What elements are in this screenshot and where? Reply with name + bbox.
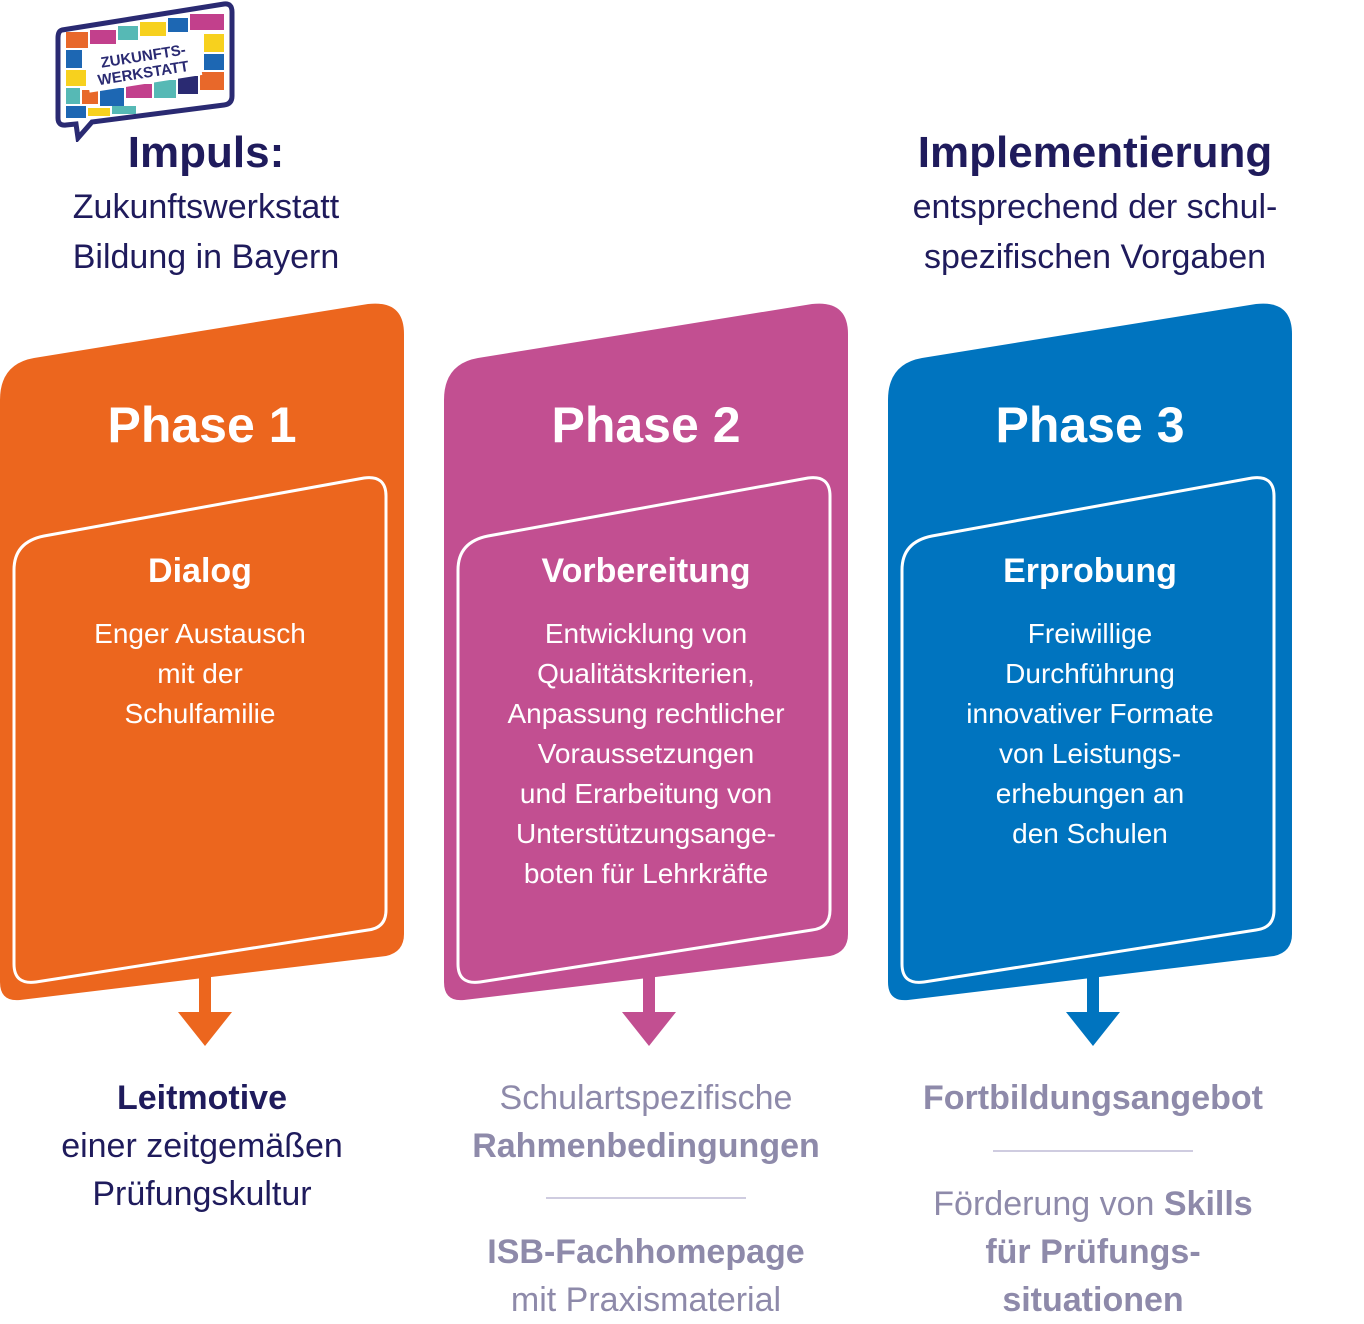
phase-2-line: und Erarbeitung von	[519, 778, 773, 809]
phase-2-line: boten für Lehrkräfte	[523, 858, 769, 889]
phase-2-line: Unterstützungsange-	[516, 818, 776, 849]
implementierung-line2: spezifischen Vorgaben	[923, 238, 1267, 276]
outcome-2-line1: Schulartspezifische	[499, 1079, 793, 1117]
phase-3-description: Freiwillige Durchführung innovativer For…	[902, 614, 1278, 854]
phase-3-line: erhebungen an	[995, 778, 1185, 809]
phase-1-line: Schulfamilie	[124, 698, 276, 729]
impuls-line2: Bildung in Bayern	[72, 238, 340, 276]
phase-2-line: Qualitätskriterien,	[537, 658, 755, 689]
phase-2-card	[444, 303, 848, 1046]
outcome-2-line2: Rahmenbedingungen	[472, 1127, 820, 1165]
phase-3-line: den Schulen	[1012, 818, 1168, 849]
implementierung-line1: entsprechend der schul-	[912, 188, 1278, 226]
outcome-2-isb-line2: mit Praxismaterial	[510, 1281, 782, 1319]
phase-1-title: Phase 1	[107, 397, 297, 453]
phase-2-inner-title: Vorbereitung	[541, 552, 751, 590]
outcome-1-line2: einer zeitgemäßen	[61, 1127, 343, 1165]
phase-1-card	[0, 303, 404, 1046]
zukunftswerkstatt-logo: ZUKUNFTS- WERKSTATT	[55, 1, 235, 142]
impuls-line1: Zukunftswerkstatt	[72, 188, 340, 226]
outcome-3-line2-regular: Förderung von	[933, 1185, 1164, 1223]
outcome-3-line4: situationen	[1002, 1281, 1184, 1319]
outcome-3-line2: Förderung von Skills	[888, 1180, 1298, 1228]
phase-3-line: innovativer Formate	[966, 698, 1214, 729]
phase-2-line: Anpassung rechtlicher	[507, 698, 785, 729]
outcome-1-line3: Prüfungskultur	[92, 1175, 312, 1213]
outcome-2-isb-title: ISB-Fachhomepage	[487, 1233, 805, 1271]
phase-2-title: Phase 2	[551, 397, 741, 453]
phase-3-title: Phase 3	[995, 397, 1185, 453]
phase-1-line: Enger Austausch	[94, 618, 306, 649]
phase-2-line: Entwicklung von	[544, 618, 748, 649]
outcome-1-title: Leitmotive	[116, 1079, 288, 1117]
outcome-2-divider	[546, 1197, 746, 1199]
phase-1-description: Enger Austausch mit der Schulfamilie	[14, 614, 386, 734]
outcome-3-line3: für Prüfungs-	[985, 1233, 1201, 1271]
phase-1-line: mit der	[157, 658, 243, 689]
outcome-3-divider	[993, 1150, 1193, 1152]
impuls-title: Impuls:	[127, 128, 285, 177]
outcome-3-line2-bold: Skills	[1163, 1185, 1253, 1223]
phase-3-line: von Leistungs-	[998, 738, 1182, 769]
outcome-3-line1: Fortbildungsangebot	[923, 1079, 1263, 1117]
phase-1-inner-title: Dialog	[148, 552, 252, 590]
phase-3-line: Durchführung	[1005, 658, 1175, 689]
phase-3-card	[888, 303, 1292, 1046]
phase-3-inner-title: Erprobung	[1003, 552, 1177, 590]
implementierung-title: Implementierung	[917, 128, 1273, 177]
phase-3-line: Freiwillige	[1027, 618, 1153, 649]
phase-2-description: Entwicklung von Qualitätskriterien, Anpa…	[458, 614, 834, 894]
phase-2-line: Voraussetzungen	[537, 738, 755, 769]
